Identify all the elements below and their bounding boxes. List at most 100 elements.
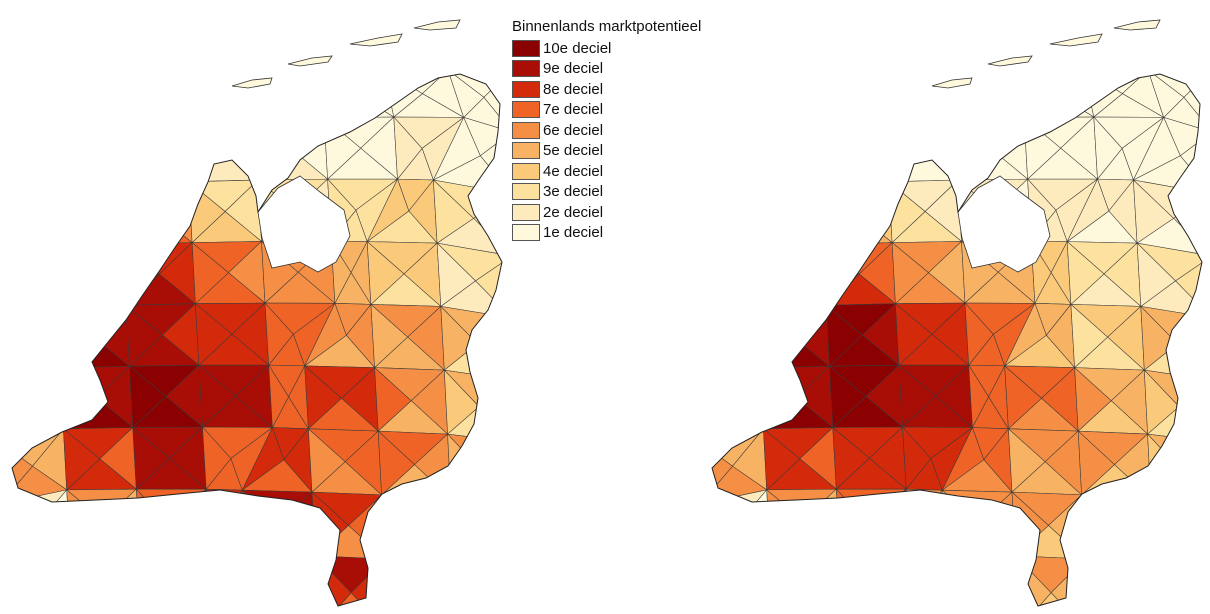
municipality: [1081, 494, 1119, 560]
municipality: [819, 152, 890, 185]
municipality: [1150, 469, 1202, 505]
municipality: [902, 426, 932, 490]
municipality: [12, 160, 54, 195]
municipality: [1176, 317, 1202, 381]
municipality: [730, 367, 764, 430]
municipality: [139, 550, 177, 591]
municipality: [432, 116, 481, 181]
municipality: [712, 592, 765, 606]
municipality: [1150, 498, 1202, 534]
legend-swatch: [512, 183, 540, 201]
municipality: [712, 131, 727, 195]
municipality: [712, 550, 771, 594]
municipality: [1147, 433, 1181, 500]
municipality: [875, 551, 947, 591]
legend-label: 3e deciel: [543, 183, 604, 201]
municipality: [891, 241, 929, 305]
country-border: [11, 73, 503, 607]
municipality: [1083, 594, 1149, 606]
municipality: [12, 255, 29, 319]
municipality: [12, 592, 65, 606]
municipality: [89, 244, 127, 306]
municipality: [254, 117, 325, 150]
municipality: [817, 123, 854, 186]
municipality: [380, 494, 452, 530]
municipality: [135, 488, 208, 521]
island: [931, 77, 973, 89]
legend-item: 1e deciel: [512, 223, 701, 244]
municipality: [139, 519, 177, 552]
municipality: [712, 307, 759, 344]
municipality: [12, 220, 56, 257]
municipality: [817, 74, 857, 126]
municipality: [63, 550, 101, 606]
municipality: [1084, 528, 1155, 564]
municipality: [254, 74, 290, 120]
municipality: [954, 74, 990, 120]
municipality: [447, 433, 481, 500]
municipality: [751, 155, 822, 189]
municipality: [1004, 302, 1047, 367]
municipality: [905, 488, 943, 522]
municipality: [69, 550, 141, 591]
municipality: [255, 590, 321, 606]
municipality: [127, 550, 160, 606]
municipality: [817, 96, 887, 125]
municipality: [875, 520, 947, 554]
municipality: [725, 127, 753, 189]
municipality: [304, 302, 347, 367]
municipality: [100, 550, 141, 606]
municipality: [827, 589, 893, 606]
municipality: [288, 74, 325, 119]
legend-item: 3e deciel: [512, 182, 701, 203]
municipality: [1150, 497, 1183, 564]
municipality: [85, 123, 121, 186]
municipality: [751, 184, 822, 217]
municipality: [117, 96, 187, 125]
legend-title: Binnenlands marktpotentieel: [512, 18, 702, 35]
municipality: [63, 74, 129, 99]
municipality: [12, 74, 30, 133]
municipality: [49, 97, 119, 129]
wadden-islands: [231, 19, 1161, 89]
municipality: [50, 127, 86, 189]
municipality: [712, 187, 754, 222]
municipality: [127, 589, 193, 606]
municipality: [51, 155, 122, 189]
municipality: [54, 247, 91, 309]
municipality: [749, 97, 819, 129]
municipality: [12, 367, 61, 406]
municipality: [191, 241, 229, 305]
municipality: [12, 99, 52, 133]
municipality: [712, 489, 768, 529]
municipality: [1066, 240, 1105, 305]
municipality: [864, 488, 907, 553]
municipality: [750, 127, 786, 189]
municipality: [1181, 503, 1202, 567]
municipality: [1117, 497, 1155, 564]
municipality: [728, 74, 765, 130]
municipality: [733, 550, 771, 606]
municipality: [26, 187, 56, 249]
municipality: [63, 428, 101, 491]
municipality: [1180, 441, 1202, 505]
right-map-border: [711, 73, 1203, 607]
municipality: [384, 528, 455, 564]
municipality: [383, 594, 449, 606]
legend-label: 9e deciel: [543, 60, 604, 78]
municipality: [314, 555, 386, 594]
municipality: [945, 552, 985, 606]
municipality: [241, 426, 285, 491]
lake: [257, 175, 351, 273]
municipality: [319, 592, 385, 606]
municipality: [12, 489, 68, 529]
municipality: [712, 282, 759, 319]
municipality: [752, 187, 789, 249]
municipality: [481, 503, 502, 567]
municipality: [891, 589, 957, 606]
island: [1049, 33, 1103, 47]
municipality: [12, 247, 56, 283]
legend-swatch: [512, 39, 540, 57]
municipality: [185, 118, 256, 151]
